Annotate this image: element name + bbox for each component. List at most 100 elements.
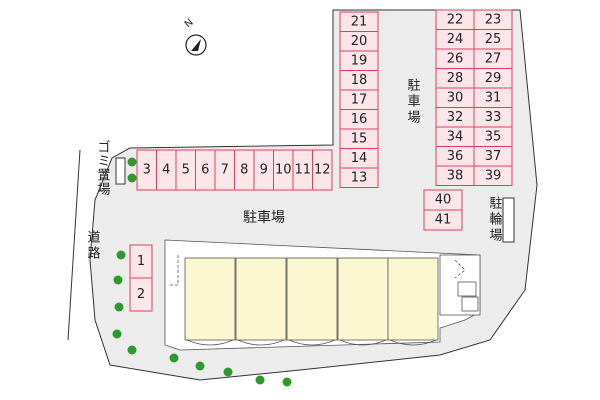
slot-box xyxy=(312,149,333,191)
slot-number: 6 xyxy=(201,163,209,178)
parking-slot-36: 36 xyxy=(435,146,475,167)
parking-slot-17: 17 xyxy=(339,89,379,110)
parking-slot-15: 15 xyxy=(339,128,379,149)
parking-slot-19: 19 xyxy=(339,50,379,71)
parking-slot-37: 37 xyxy=(473,146,513,167)
tree-icon xyxy=(114,302,124,312)
left-dashed-line xyxy=(168,255,179,286)
slot-number: 7 xyxy=(221,163,229,178)
balcony-curve xyxy=(288,339,336,346)
parking-slot-3: 3 xyxy=(136,149,157,191)
slot-box xyxy=(129,277,153,312)
garbage-box xyxy=(115,157,126,185)
parking-slot-41: 41 xyxy=(423,209,463,231)
slot-number: 39 xyxy=(485,168,502,183)
slot-number: 14 xyxy=(351,151,368,166)
parking-slot-6: 6 xyxy=(195,149,216,191)
bicycle-label-char: 場 xyxy=(489,229,502,244)
parking-slot-24: 24 xyxy=(435,29,475,50)
slot-number: 13 xyxy=(351,170,368,185)
building-unit xyxy=(337,257,389,341)
parking-slot-31: 31 xyxy=(473,87,513,108)
bicycle-label-char: 駐 xyxy=(489,197,502,212)
road-label-char: 道 xyxy=(87,231,100,246)
balcony-curve xyxy=(339,339,387,346)
slot-number: 12 xyxy=(314,163,331,178)
slot-number: 25 xyxy=(485,32,502,47)
slot-box xyxy=(473,165,513,186)
garbage-label-char: ミ xyxy=(97,155,110,170)
balcony-curve xyxy=(186,339,234,346)
slot-number: 15 xyxy=(351,131,368,146)
parking-slot-16: 16 xyxy=(339,109,379,130)
parking-slot-32: 32 xyxy=(435,107,475,128)
slot-number: 24 xyxy=(447,32,464,47)
slot-number: 26 xyxy=(447,51,464,66)
parking-slot-14: 14 xyxy=(339,148,379,169)
slot-number: 17 xyxy=(351,92,368,107)
slot-number: 2 xyxy=(137,287,145,302)
slot-number: 10 xyxy=(275,163,292,178)
slot-number: 21 xyxy=(351,14,368,29)
parking-right-label-char: 場 xyxy=(407,111,420,126)
bicycle-label-char: 輪 xyxy=(489,212,502,228)
slot-number: 8 xyxy=(240,163,248,178)
slot-number: 38 xyxy=(447,168,464,183)
slot-number: 40 xyxy=(435,193,452,208)
bicycle-parking-box xyxy=(502,197,515,243)
bicycle-label: 駐輪場 xyxy=(489,197,502,244)
parking-right-label-char: 駐 xyxy=(407,79,420,94)
slot-box xyxy=(423,209,463,231)
parking-slot-12: 12 xyxy=(312,149,333,191)
slot-number: 34 xyxy=(447,129,464,144)
entrance-dashed-line xyxy=(454,259,466,279)
trees xyxy=(112,157,292,387)
slot-number: 29 xyxy=(485,71,502,86)
slot-number: 41 xyxy=(435,213,452,228)
parking-slot-25: 25 xyxy=(473,29,513,50)
parking-slot-35: 35 xyxy=(473,126,513,147)
parking-slot-4: 4 xyxy=(156,149,177,191)
compass-needle-icon xyxy=(191,39,201,51)
slot-number: 20 xyxy=(351,34,368,49)
tree-icon xyxy=(116,250,126,260)
slot-number: 37 xyxy=(485,149,502,164)
building-unit xyxy=(235,257,287,341)
slot-number: 32 xyxy=(447,110,464,125)
parking-main-label: 駐車場 xyxy=(243,209,285,226)
parking-slot-11: 11 xyxy=(292,149,313,191)
road-label-char: 路 xyxy=(87,246,100,262)
tree-icon xyxy=(195,361,205,371)
parking-slot-34: 34 xyxy=(435,126,475,147)
parking-right-label-char: 車 xyxy=(407,95,420,110)
parking-slots: 2120191817161514132224262830323436382325… xyxy=(129,9,513,312)
slot-number: 30 xyxy=(447,90,464,105)
slot-number: 28 xyxy=(447,71,464,86)
parking-slot-21: 21 xyxy=(339,11,379,32)
slot-number: 4 xyxy=(162,163,170,178)
garbage-label-char: 置 xyxy=(97,169,110,184)
parking-right-label: 駐車場 xyxy=(407,79,420,126)
parking-slot-8: 8 xyxy=(234,149,255,191)
garbage-label-char: ゴ xyxy=(97,140,110,156)
parking-slot-1: 1 xyxy=(129,244,153,279)
tree-icon xyxy=(127,345,137,355)
parking-slot-13: 13 xyxy=(339,167,379,188)
slot-number: 3 xyxy=(143,163,151,178)
parking-slot-28: 28 xyxy=(435,68,475,89)
parking-slot-7: 7 xyxy=(214,149,235,191)
parking-slot-9: 9 xyxy=(253,149,274,191)
slot-number: 27 xyxy=(485,51,502,66)
tree-icon xyxy=(223,367,233,377)
parking-slot-20: 20 xyxy=(339,31,379,52)
compass: N xyxy=(183,17,207,56)
parking-slot-30: 30 xyxy=(435,87,475,108)
parking-slot-27: 27 xyxy=(473,48,513,69)
tree-icon xyxy=(169,353,179,363)
balcony-curve xyxy=(389,339,437,346)
balcony-curve xyxy=(237,339,285,346)
slot-number: 18 xyxy=(351,73,368,88)
